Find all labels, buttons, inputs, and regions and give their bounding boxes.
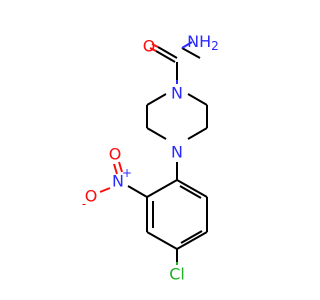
- bond-pip-4: [187, 127, 208, 140]
- atom-label-nitro-o-single: O: [85, 187, 98, 206]
- bond-pip-1: [146, 93, 167, 106]
- atom-label-piperazine-n-top: N: [171, 84, 183, 103]
- bond-pip-6: [187, 93, 208, 106]
- atom-labels: NH2 O N N N + O O - Cl: [82, 32, 219, 284]
- bond-seg-o-1: [151, 43, 159, 48]
- bond-seg-nitro-o-double-1: [118, 161, 123, 173]
- atom-label-chloro: Cl: [169, 265, 185, 284]
- bond-seg-nitro-o-single: [99, 187, 111, 193]
- bond-pip-3: [146, 127, 167, 140]
- bond-c-nitro: [127, 185, 148, 198]
- bond-ring-c4-c5: [176, 231, 208, 250]
- bond-ring-inner-3: [179, 185, 202, 199]
- atom-label-nh2: NH2: [187, 32, 219, 54]
- bond-seg-o-2: [149, 47, 157, 52]
- bond-ring-c1-c2: [146, 179, 178, 198]
- bonds: [127, 46, 208, 262]
- atom-label-piperazine-n-bottom: N: [171, 143, 183, 162]
- bond-c-o-double-2: [155, 50, 176, 63]
- atom-label-amide-o: O: [143, 37, 156, 56]
- bond-ring-c6-c1: [176, 179, 208, 198]
- bond-seg-nitro-o-double-2: [113, 163, 118, 175]
- bond-ring-c3-c4: [146, 231, 178, 250]
- hetero-bond-segments: [99, 41, 193, 265]
- atom-label-nitro-n-charge: +: [122, 166, 132, 180]
- bond-c-o-double-1: [157, 46, 178, 59]
- bond-ring-inner-2: [180, 230, 203, 244]
- bond-seg-nh2: [181, 41, 193, 49]
- molecule-structure-diagram: NH2 O N N N + O O - Cl: [82, 32, 219, 284]
- atom-label-nitro-o-charge: -: [82, 197, 86, 211]
- atom-label-nitro-n: N: [112, 172, 124, 191]
- atom-label-nitro-o-double: O: [109, 145, 122, 164]
- bond-c-nh2: [181, 47, 201, 59]
